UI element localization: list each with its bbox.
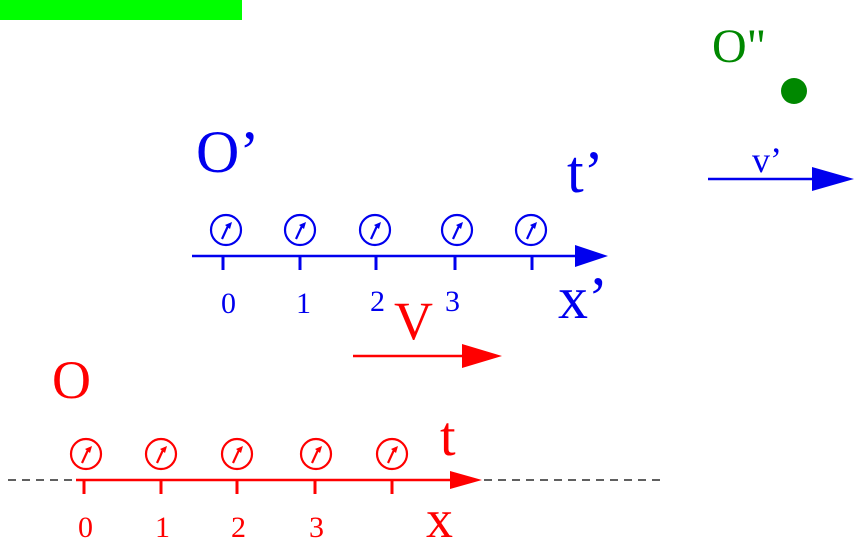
clock-icon — [69, 437, 103, 471]
arrow-icon — [575, 245, 608, 267]
frame-o-prime-ticks — [221, 256, 534, 270]
frame-o-prime-tick-label: 1 — [296, 287, 311, 320]
frame-o-prime-tick-label: 3 — [445, 285, 460, 318]
clock-icon — [375, 437, 409, 471]
relative-velocity-label: V — [394, 291, 433, 351]
arrow-icon — [812, 167, 854, 191]
clock-icon — [144, 437, 178, 471]
clock-icon — [220, 437, 254, 471]
frame-o-prime-tick-label: 0 — [221, 287, 236, 320]
frame-o-prime-label: O’ — [196, 119, 259, 185]
arrow-icon — [450, 471, 482, 489]
clock-icon — [358, 213, 392, 247]
frame-o-tick-label: 3 — [309, 511, 324, 543]
observer-o-double-prime-label: O" — [712, 20, 766, 73]
frame-o-clocks — [69, 437, 409, 471]
arrow-icon — [462, 344, 502, 368]
green-banner — [0, 0, 242, 20]
frame-o-axis-label: x — [426, 489, 453, 543]
frame-o-tick-label: 0 — [78, 511, 93, 543]
frame-o-prime-axis-label: x’ — [558, 265, 608, 331]
frame-o-prime-clocks — [209, 213, 548, 247]
clock-icon — [283, 213, 317, 247]
clock-icon — [209, 213, 243, 247]
observer-dot-icon — [781, 78, 807, 104]
frame-o-ticks — [82, 480, 394, 494]
frame-o-tick-label: 2 — [231, 511, 246, 543]
frame-o-prime-tick-label: 2 — [370, 285, 385, 318]
frame-o-prime-time-label: t’ — [567, 139, 604, 205]
relative-velocity: V — [353, 291, 502, 368]
observer-o-double-prime: O" v’ — [708, 20, 854, 191]
frame-o-label: O — [52, 350, 91, 410]
clock-icon — [514, 213, 548, 247]
frame-o-time-label: t — [440, 406, 456, 468]
frame-o-tick-label: 1 — [155, 511, 170, 543]
clock-icon — [299, 437, 333, 471]
clock-icon — [440, 213, 474, 247]
frame-o: O t 0 1 2 3 x — [8, 350, 660, 543]
frame-o-prime: O’ t’ 0 1 2 3 x’ — [192, 119, 608, 331]
velocity-v-prime-label: v’ — [752, 140, 782, 180]
